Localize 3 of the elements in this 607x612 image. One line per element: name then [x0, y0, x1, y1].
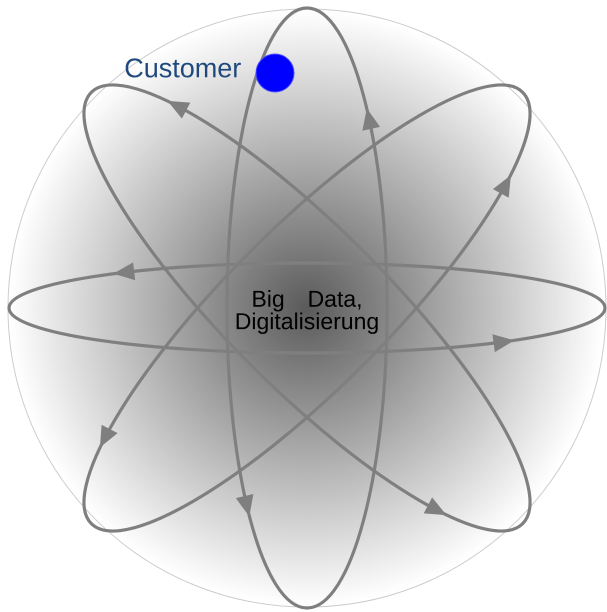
node-caption: Customer [126, 58, 241, 78]
center-label: Big Data, Digitalisierung [236, 290, 378, 334]
dot [256, 54, 294, 92]
